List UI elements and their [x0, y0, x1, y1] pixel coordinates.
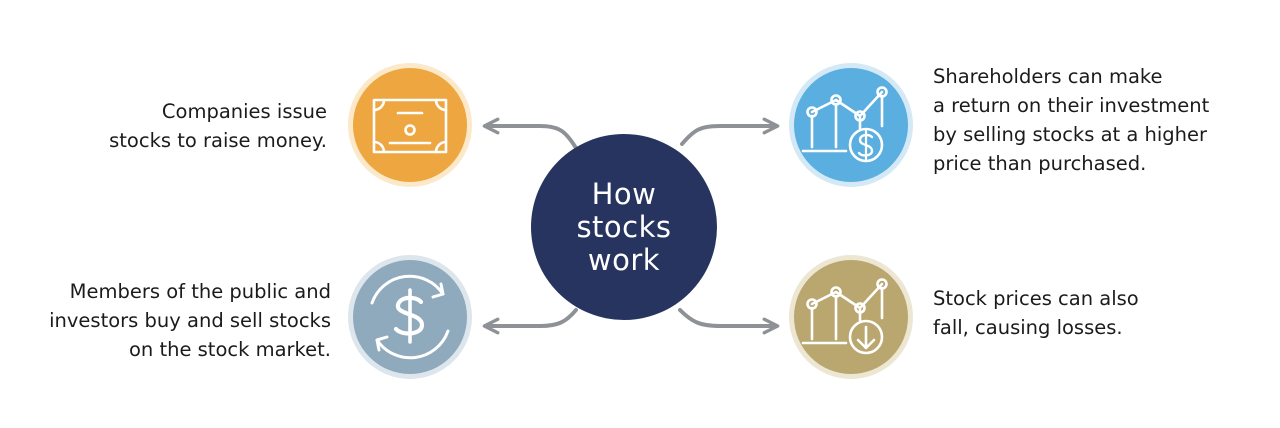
caption-loss-line: fall, causing losses.	[933, 316, 1123, 339]
caption-gain: Shareholders can make a return on their …	[933, 62, 1209, 178]
caption-issue-line: Companies issue	[161, 100, 327, 123]
caption-trade-line: investors buy and sell stocks	[49, 309, 331, 332]
caption-trade-line: on the stock market.	[128, 338, 331, 361]
caption-gain-line: Shareholders can make	[933, 65, 1163, 88]
node-issue	[348, 63, 472, 187]
caption-gain-line: a return on their investment	[933, 94, 1210, 117]
hub-line-2: stocks	[576, 209, 672, 244]
caption-gain-line: price than purchased.	[933, 152, 1147, 175]
node-trade	[348, 255, 472, 379]
certificate-icon	[372, 98, 448, 154]
hub-line-1: How	[591, 176, 657, 211]
connector-to-issue	[482, 117, 578, 150]
caption-trade-line: Members of the public and	[69, 280, 331, 303]
caption-loss-line: Stock prices can also	[933, 287, 1139, 310]
center-hub: How stocks work	[531, 134, 717, 320]
connector-to-trade	[482, 308, 578, 335]
node-gain	[789, 63, 913, 187]
node-loss	[789, 255, 913, 379]
chart-up-dollar-icon	[801, 86, 888, 163]
connectors	[482, 117, 780, 335]
caption-issue: Companies issue stocks to raise money.	[109, 97, 327, 155]
connector-to-loss	[678, 308, 780, 335]
caption-loss: Stock prices can also fall, causing loss…	[933, 284, 1139, 342]
chart-down-arrow-icon	[801, 278, 888, 355]
hub-line-3: work	[587, 242, 661, 277]
dollar-exchange-icon	[370, 274, 450, 360]
caption-issue-line: stocks to raise money.	[109, 129, 327, 152]
caption-trade: Members of the public and investors buy …	[49, 277, 331, 364]
caption-gain-line: by selling stocks at a higher	[933, 123, 1208, 146]
connector-to-gain	[680, 117, 780, 146]
